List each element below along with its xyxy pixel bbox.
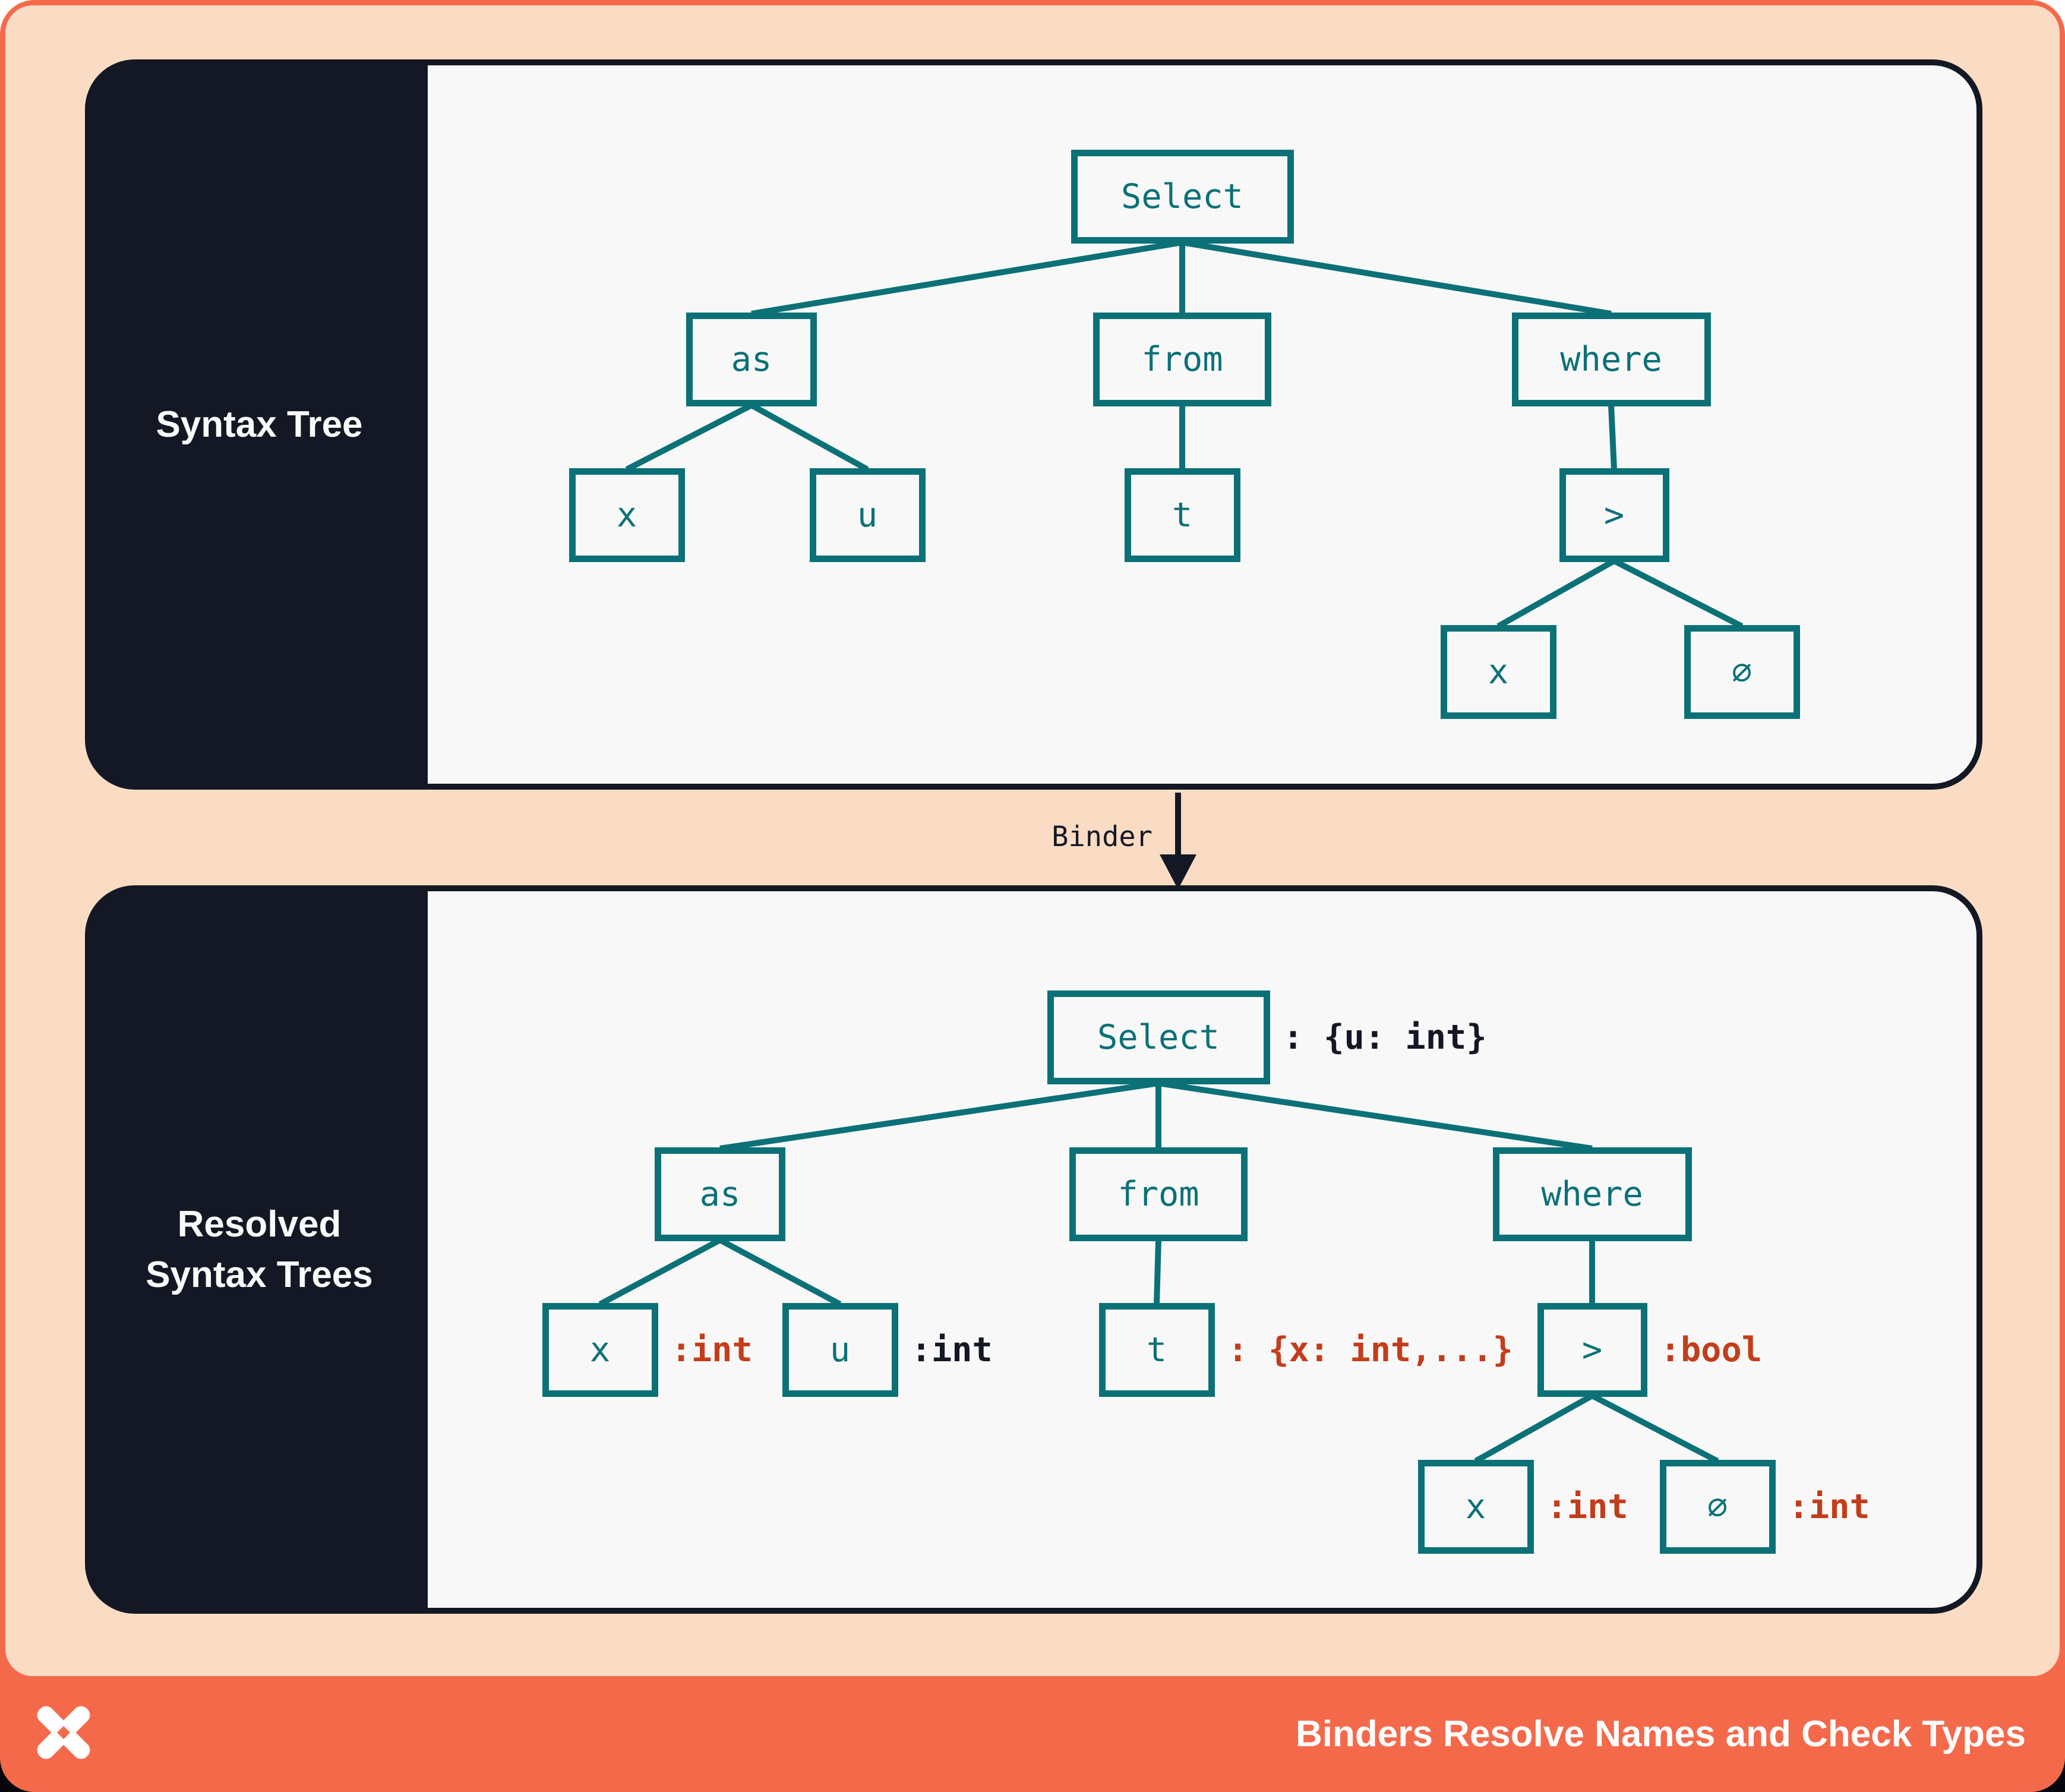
tree-node-resolved-u: u	[782, 1303, 898, 1397]
tree-node-syntax-x1: x	[569, 468, 685, 562]
syntax-tree-card: Syntax Tree	[85, 59, 1982, 790]
tree-node-syntax-x2: x	[1440, 625, 1556, 719]
type-annotation-resolved-u: :int	[911, 1330, 993, 1370]
resolved-syntax-trees-card: Resolved Syntax Trees	[85, 885, 1982, 1614]
tree-node-resolved-from: from	[1069, 1147, 1248, 1241]
tree-node-resolved-as: as	[655, 1147, 785, 1241]
tree-node-label: from	[1117, 1175, 1199, 1214]
tree-node-resolved-where: where	[1492, 1147, 1692, 1241]
tree-node-label: as	[699, 1175, 741, 1214]
tree-node-syntax-u: u	[809, 468, 926, 562]
tree-node-resolved-gt: >	[1537, 1303, 1647, 1397]
tree-node-label: t	[1172, 496, 1193, 535]
tree-node-label: x	[589, 1330, 611, 1370]
syntax-tree-sidebar: Syntax Tree	[91, 65, 428, 784]
tree-node-label: u	[829, 1330, 851, 1370]
tree-node-label: x	[616, 496, 637, 535]
type-annotation-resolved-t: : {x: int,...}	[1227, 1330, 1513, 1370]
tree-node-syntax-empty: ∅	[1684, 625, 1800, 719]
type-annotation-resolved-x2: :int	[1546, 1487, 1628, 1526]
tree-node-resolved-x2: x	[1417, 1460, 1534, 1554]
tree-node-label: ∅	[1731, 652, 1753, 692]
binder-label: Binder	[1052, 820, 1153, 853]
pinwheel-x-logo-icon	[37, 1706, 90, 1759]
tree-node-label: x	[1488, 652, 1509, 692]
resolved-sidebar-label-line1: Resolved	[177, 1204, 342, 1245]
tree-node-label: x	[1465, 1487, 1486, 1526]
type-annotation-resolved-x1: :int	[671, 1330, 753, 1370]
footer-bar: Binders Resolve Names and Check Types	[0, 1676, 2065, 1792]
tree-node-label: Select	[1121, 177, 1243, 216]
tree-node-label: u	[857, 496, 878, 535]
type-annotation-resolved-gt: :bool	[1660, 1330, 1763, 1370]
resolved-syntax-trees-sidebar: Resolved Syntax Trees	[91, 891, 428, 1608]
tree-node-syntax-where: where	[1511, 313, 1711, 406]
tree-node-resolved-empty: ∅	[1659, 1460, 1776, 1554]
type-annotation-resolved-select: : {u: int}	[1283, 1018, 1487, 1057]
footer-title: Binders Resolve Names and Check Types	[1295, 1714, 2026, 1755]
tree-node-label: where	[1560, 340, 1662, 379]
resolved-sidebar-label-line2: Syntax Trees	[146, 1254, 373, 1295]
tree-node-label: as	[731, 340, 772, 379]
tree-node-syntax-select: Select	[1071, 150, 1294, 244]
tree-node-syntax-as: as	[686, 313, 817, 406]
tree-node-resolved-x1: x	[542, 1303, 658, 1397]
tree-node-label: Select	[1097, 1018, 1220, 1057]
tree-node-resolved-select: Select	[1047, 990, 1270, 1084]
tree-node-label: t	[1146, 1330, 1167, 1370]
tree-node-label: ∅	[1707, 1487, 1728, 1526]
tree-node-label: from	[1141, 340, 1223, 379]
tree-node-label: where	[1541, 1175, 1643, 1214]
tree-node-syntax-gt: >	[1559, 468, 1669, 562]
tree-node-label: >	[1581, 1330, 1603, 1370]
type-annotation-resolved-empty: :int	[1788, 1487, 1870, 1526]
tree-node-resolved-t: t	[1098, 1303, 1215, 1397]
tree-node-syntax-t: t	[1124, 468, 1240, 562]
tree-node-label: >	[1603, 496, 1625, 535]
tree-node-syntax-from: from	[1093, 313, 1271, 406]
syntax-tree-sidebar-label: Syntax Tree	[156, 404, 363, 445]
